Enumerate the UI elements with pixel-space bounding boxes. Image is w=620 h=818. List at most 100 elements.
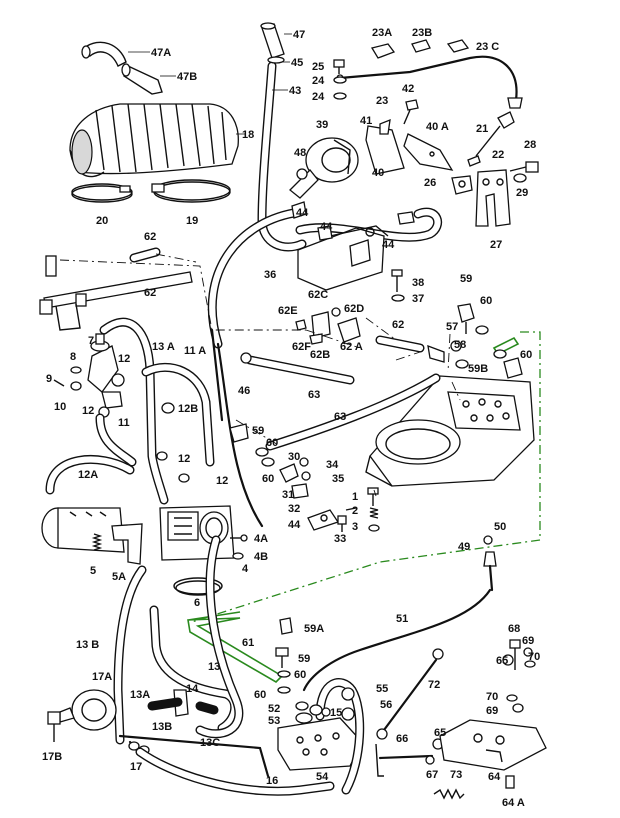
callout-59b: 59B — [468, 363, 488, 375]
clip-44-left — [291, 201, 307, 219]
elbow-hose-47b — [121, 63, 163, 95]
callout-13c: 13C — [200, 737, 220, 749]
callout-23b: 23B — [412, 27, 432, 39]
callout-21: 21 — [476, 123, 488, 135]
main-vacuum-hose-loop — [207, 207, 443, 528]
callout-28: 28 — [524, 139, 536, 151]
callout-38: 38 — [412, 277, 424, 289]
callout-32: 32 — [288, 503, 300, 515]
spring-2 — [369, 507, 379, 519]
clamp-56 — [341, 707, 355, 721]
callout-59a: 59 — [460, 273, 472, 285]
bolt-59 — [275, 647, 289, 668]
washer-3 — [368, 524, 380, 532]
callout-26: 26 — [424, 177, 436, 189]
callout-18: 18 — [242, 129, 254, 141]
washer-35 — [301, 471, 311, 481]
callout-8: 8 — [70, 351, 76, 363]
callout-63a: 63 — [308, 389, 320, 401]
callout-6: 6 — [194, 597, 200, 609]
callout-51: 51 — [396, 613, 408, 625]
callout-41: 41 — [360, 115, 372, 127]
screw-1 — [367, 487, 379, 506]
hose-clamp-19 — [151, 179, 231, 203]
callout-50: 50 — [494, 521, 506, 533]
callout-43: 43 — [289, 85, 301, 97]
nut-10 — [70, 381, 82, 391]
callout-62aa: 62 A — [340, 341, 363, 353]
washer-60 — [475, 325, 489, 335]
nut-34 — [299, 457, 309, 467]
bracket-44-lower — [307, 509, 340, 531]
callout-65a: 65 — [434, 727, 446, 739]
callout-12b: 12 — [82, 405, 94, 417]
callout-70b: 70 — [486, 691, 498, 703]
hose-13-outer — [195, 535, 244, 739]
bracket-64 — [439, 719, 547, 771]
pipe-51 — [302, 588, 492, 692]
bracket-62c — [311, 311, 331, 339]
hose-46 — [210, 328, 224, 422]
fitting-49 — [483, 551, 497, 592]
washer-4b — [232, 552, 244, 560]
screw-33 — [337, 515, 347, 532]
callout-62b: 62 — [144, 287, 156, 299]
callout-60a: 60 — [480, 295, 492, 307]
callout-49: 49 — [458, 541, 470, 553]
hose-62-right — [375, 335, 445, 363]
callout-60d: 60 — [262, 473, 274, 485]
callout-5: 5 — [90, 565, 96, 577]
fitting-57 — [450, 340, 462, 352]
callout-23c: 23 C — [476, 41, 499, 53]
cable-end-21 — [475, 111, 515, 157]
callout-62bb: 62B — [310, 349, 330, 361]
callout-44a: 44 — [296, 207, 309, 219]
bracket-31 — [291, 483, 309, 499]
callout-12bb: 12B — [178, 403, 198, 415]
washer-58 — [455, 359, 469, 369]
dashed-guide-lines — [59, 253, 461, 497]
callout-33: 33 — [334, 533, 346, 545]
screw-38 — [391, 269, 403, 292]
callout-7: 7 — [88, 335, 94, 347]
pressure-regulator-7 — [87, 333, 123, 409]
callout-52: 52 — [268, 703, 280, 715]
callout-37: 37 — [412, 293, 424, 305]
callout-25: 25 — [312, 61, 324, 73]
callout-68: 68 — [508, 623, 520, 635]
callout-27: 27 — [490, 239, 502, 251]
callout-1: 1 — [352, 491, 358, 503]
washer-60b — [493, 349, 507, 359]
callout-40: 40 — [372, 167, 384, 179]
bracket-41 — [379, 118, 391, 135]
hose-13 — [149, 605, 240, 733]
callout-labels: 47A 47B 47 45 43 18 20 19 23A 23B 23 C 2… — [42, 27, 540, 809]
cable-72 — [376, 648, 444, 740]
callout-17: 17 — [130, 761, 142, 773]
screw-32 — [345, 507, 357, 511]
callout-17a: 17A — [92, 671, 112, 683]
callout-62c2: 62 — [392, 319, 404, 331]
hose-clamp-20 — [71, 183, 133, 203]
throttle-body-4 — [159, 505, 235, 561]
plug-59-mid — [229, 423, 249, 443]
callout-4: 4 — [242, 563, 249, 575]
callout-11: 11 — [118, 417, 130, 429]
callout-62c: 62C — [308, 289, 328, 301]
callout-53: 53 — [268, 715, 280, 727]
callout-67: 67 — [426, 769, 438, 781]
callout-3: 3 — [352, 521, 358, 533]
callout-47b: 47B — [177, 71, 197, 83]
callout-60c: 60 — [266, 437, 278, 449]
bracket-40a — [403, 133, 454, 171]
callout-73: 73 — [450, 769, 462, 781]
cable-23 — [336, 55, 523, 109]
callout-62a: 62 — [144, 231, 156, 243]
callout-30: 30 — [288, 451, 300, 463]
washer-8 — [70, 366, 82, 374]
spring-73 — [433, 788, 465, 800]
aux-air-valve — [41, 507, 125, 553]
fitting-59a — [279, 617, 293, 635]
hose-11 — [95, 413, 137, 467]
callout-60e: 60 — [294, 669, 306, 681]
